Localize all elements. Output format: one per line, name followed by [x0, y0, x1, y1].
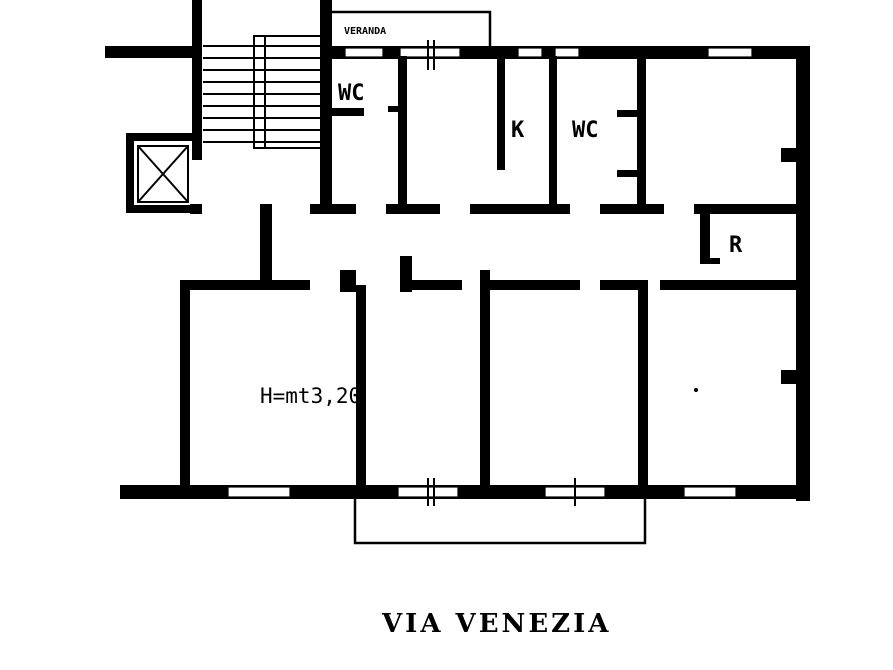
dot-mark	[694, 388, 698, 392]
street-name: VIA VENEZIA	[381, 609, 611, 639]
stair-treads	[203, 36, 320, 148]
kitchen-label: K	[511, 118, 525, 143]
elevator-shaft	[126, 133, 198, 213]
stairwell	[105, 0, 325, 160]
veranda: VERANDA	[320, 10, 492, 48]
wc-left-label: WC	[338, 81, 365, 106]
outer-walls	[120, 0, 810, 501]
wc-right-label: WC	[572, 118, 599, 143]
balcony	[353, 498, 647, 545]
storage-label: R	[729, 233, 743, 258]
interior-walls-top	[190, 56, 800, 284]
veranda-label: VERANDA	[344, 26, 386, 37]
bottom-windows	[227, 478, 737, 506]
ceiling-height-label: H=mt3,20	[260, 384, 361, 408]
interior-walls-bottom	[190, 256, 800, 490]
top-windows	[344, 40, 753, 70]
